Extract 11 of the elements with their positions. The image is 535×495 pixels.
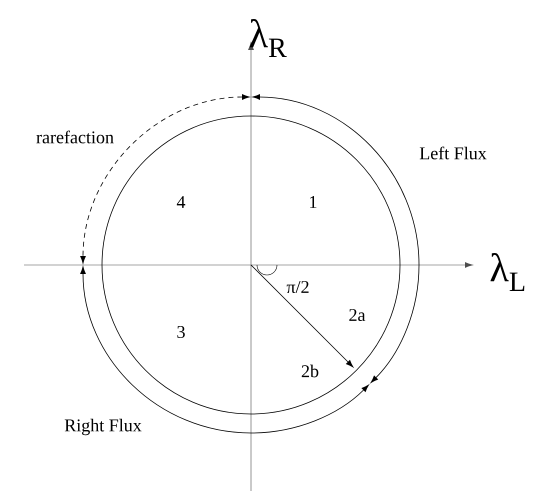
region-label: 1	[310, 196, 316, 208]
axis-label: λ$_{R}$	[250, 19, 287, 57]
arc-label: rarefaction	[36, 130, 114, 144]
arc-label: Right Flux	[64, 418, 142, 436]
region-label: 2b	[302, 364, 318, 378]
region-label: 4	[176, 196, 186, 208]
arc-label: Left Flux	[420, 146, 487, 160]
region-label: 2a	[349, 308, 366, 322]
region-label: 3	[177, 326, 185, 338]
axis-label: λ$_{L}$	[490, 253, 524, 291]
angle-label: π/2	[286, 280, 309, 294]
